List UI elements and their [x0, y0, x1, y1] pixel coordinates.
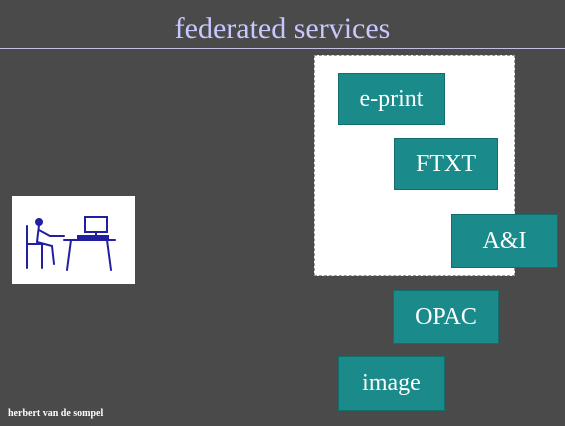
footer-author: herbert van de sompel — [8, 408, 104, 419]
service-box-ftxt: FTXT — [394, 138, 498, 190]
service-box-image: image — [338, 356, 445, 411]
service-box-opac: OPAC — [393, 290, 499, 344]
user-card — [12, 196, 135, 284]
service-box-eprint: e-print — [338, 73, 445, 125]
title-divider — [0, 48, 565, 49]
slide-title: federated services — [174, 12, 391, 45]
service-box-ai: A&I — [451, 214, 558, 268]
person-at-computer-icon — [26, 216, 116, 271]
